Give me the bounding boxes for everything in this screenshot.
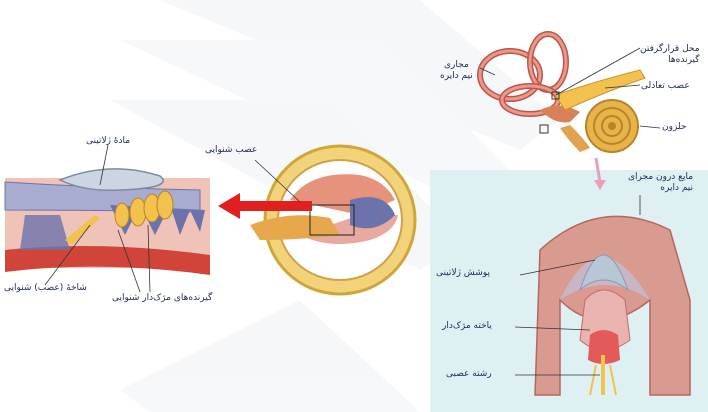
label-hair-cell: یاخته مژک‌دار (442, 321, 492, 332)
label-auditory-nerve-branch: شاخهٔ (عصب) شنوایی (4, 283, 87, 294)
label-gelatinous-cover: پوشش ژلاتینی (436, 268, 490, 279)
label-receptor-location: محل قرارگرفتن گیرنده‌ها (640, 44, 700, 66)
label-hair-cell-receptors: گیرنده‌های مژک‌دار شنوایی (112, 293, 212, 304)
label-nerve-fiber: رشته عصبی (446, 369, 492, 380)
label-vestibular-nerve: عصب تعادلی (641, 81, 690, 92)
label-cochlea: حلزون (662, 122, 686, 133)
organ-of-corti-illustration (5, 169, 210, 275)
label-auditory-nerve: عصب شنوایی (205, 145, 257, 156)
label-canal-fluid: مایع درون مجرای نیم دایره (628, 172, 693, 194)
label-semicircular-canals: مجاری نیم دایره (440, 60, 473, 82)
label-gelatinous-matter: مادهٔ ژلاتینی (86, 136, 130, 147)
